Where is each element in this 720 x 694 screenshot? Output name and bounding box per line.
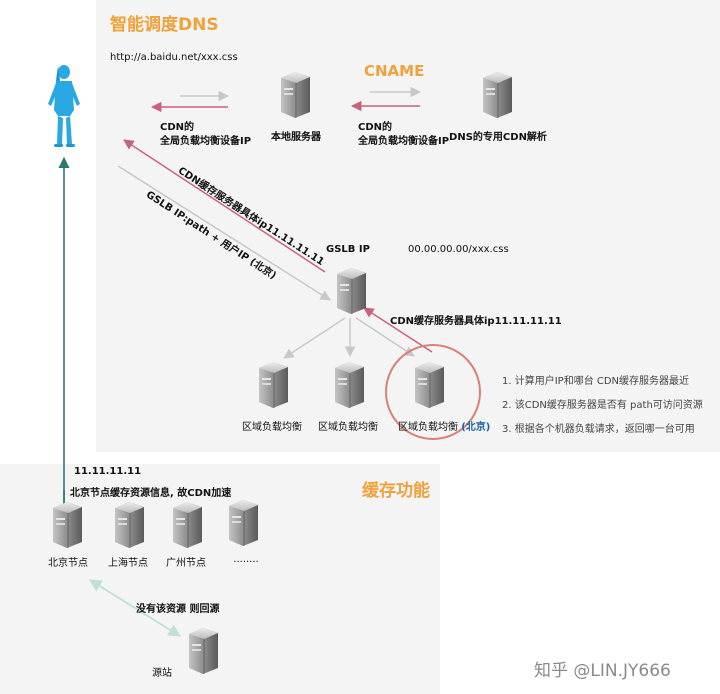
- node-server-icon-shanghai: [114, 501, 145, 549]
- dns-cdn-label: DNS的专用CDN解析: [449, 132, 547, 143]
- cdn-ip-label-2-line2: 全局负载均衡设备IP: [358, 136, 450, 147]
- region-server-icon-2: [334, 361, 365, 409]
- arrow-red-gslb-to-user: [123, 139, 326, 273]
- node-server-icon-beijing: [52, 501, 83, 549]
- note-3: 3. 根据各个机器负载请求，返回哪一台可用: [502, 424, 695, 435]
- region-label-3: 区域负载均衡 (北京): [398, 418, 490, 433]
- node-server-icon-guangzhou: [172, 501, 203, 549]
- user-figure-icon: [48, 65, 80, 147]
- origin-server-icon: [188, 627, 219, 675]
- region-beijing-tag: (北京): [461, 422, 491, 433]
- node-label-more: ........: [233, 554, 259, 565]
- highlight-circle: [385, 344, 481, 440]
- cache-node-ip: 11.11.11.11: [74, 466, 142, 477]
- cache-info-label: 北京节点缓存资源信息, 故CDN加速: [70, 488, 232, 499]
- back-to-origin-label: 没有该资源 则回源: [136, 604, 220, 615]
- gslb-ip-label: GSLB IP: [326, 244, 370, 255]
- note-1: 1. 计算用户IP和哪台 CDN缓存服务器最近: [502, 376, 690, 387]
- smart-dns-panel: [96, 0, 720, 452]
- smart-dns-title: 智能调度DNS: [110, 15, 219, 35]
- arrow-back-to-origin: [88, 579, 182, 637]
- region-label-2: 区域负载均衡: [318, 422, 378, 433]
- dns-cdn-server-icon: [482, 71, 513, 119]
- cdn-ip-label-1-line1: CDN的: [160, 122, 195, 133]
- gslb-server-icon: [336, 267, 367, 315]
- local-server-icon: [280, 71, 311, 119]
- cname-label: CNAME: [364, 62, 425, 80]
- origin-label: 源站: [152, 668, 172, 679]
- note-2: 2. 该CDN缓存服务器是否有 path可访问资源: [502, 400, 703, 411]
- arrow-gslb-to-region-1: [283, 317, 346, 359]
- gslb-path-label: 00.00.00.00/xxx.css: [408, 244, 509, 255]
- cdn-ip-label-1-line2: 全局负载均衡设备IP: [160, 136, 252, 147]
- node-label-beijing: 北京节点: [48, 558, 88, 569]
- cache-function-title: 缓存功能: [362, 481, 430, 501]
- cdn-ip-label-2-line1: CDN的: [358, 122, 393, 133]
- region-server-icon-1: [258, 361, 289, 409]
- node-server-icon-more: [228, 499, 259, 547]
- arrow-region-3-to-gslb: [363, 307, 433, 353]
- cache-function-panel: [0, 464, 440, 694]
- gslb-return-label: CDN缓存服务器具体ip11.11.11.11: [390, 316, 562, 327]
- watermark: 知乎 @LIN.JY666: [534, 661, 671, 681]
- node-label-shanghai: 上海节点: [108, 558, 148, 569]
- region-label-1: 区域负载均衡: [242, 422, 302, 433]
- region-server-icon-3: [414, 361, 445, 409]
- arrow-gray-user-to-gslb: [117, 165, 331, 301]
- arrow-gslb-to-region-3: [355, 317, 415, 357]
- region-label-3-text: 区域负载均衡: [398, 422, 458, 433]
- request-url: http://a.baidu.net/xxx.css: [110, 52, 238, 63]
- node-label-guangzhou: 广州节点: [166, 558, 206, 569]
- local-server-label: 本地服务器: [271, 132, 321, 143]
